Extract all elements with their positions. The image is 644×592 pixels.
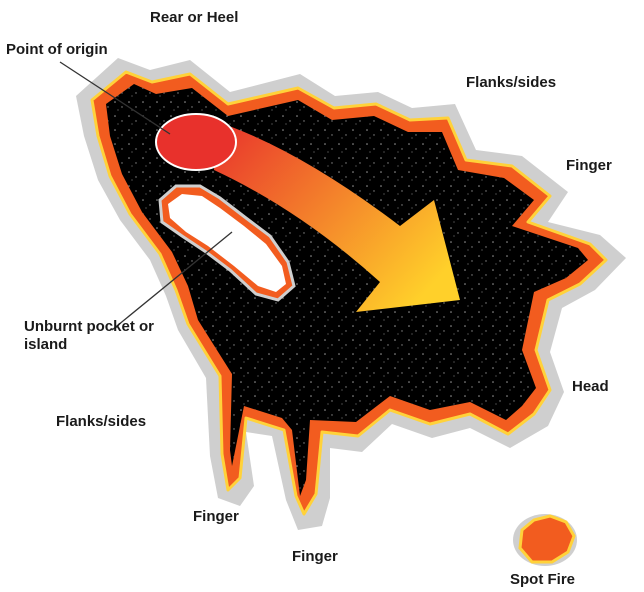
- label-finger-bottom-left: Finger: [193, 508, 239, 526]
- label-rear-or-heel: Rear or Heel: [150, 9, 238, 27]
- label-head: Head: [572, 378, 609, 396]
- label-point-of-origin: Point of origin: [6, 41, 108, 59]
- label-spot-fire: Spot Fire: [510, 571, 575, 589]
- point-of-origin-marker: [156, 114, 236, 170]
- label-unburnt-pocket: Unburnt pocket or island: [24, 318, 174, 354]
- label-flanks-left: Flanks/sides: [56, 413, 146, 431]
- label-flanks-top: Flanks/sides: [466, 74, 556, 92]
- label-finger-bottom: Finger: [292, 548, 338, 566]
- label-finger-right: Finger: [566, 157, 612, 175]
